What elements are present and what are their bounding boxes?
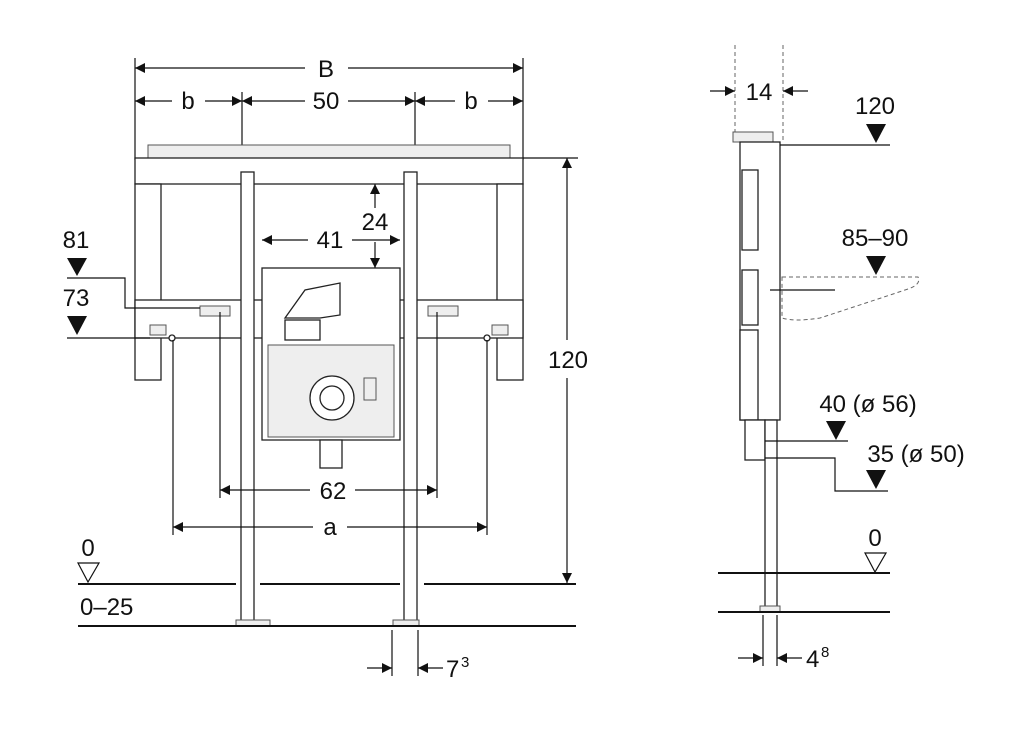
level-bowl: 85–90 xyxy=(770,225,920,321)
label-side-120: 120 xyxy=(855,93,895,120)
dimension-14: 14 xyxy=(710,79,808,106)
label-73: 73 xyxy=(63,285,90,312)
label-b-right: b xyxy=(464,88,477,115)
dimension-B: B xyxy=(135,56,523,83)
label-B: B xyxy=(318,56,334,83)
frame xyxy=(134,144,524,627)
label-foot-width: 7 xyxy=(446,656,459,683)
label-35-50: 35 (ø 50) xyxy=(867,441,964,468)
label-50: 50 xyxy=(313,88,340,115)
label-b-left: b xyxy=(181,88,194,115)
level-drain-56: 40 (ø 56) xyxy=(765,391,917,442)
label-40-56: 40 (ø 56) xyxy=(819,391,916,418)
label-floor-adjust: 0–25 xyxy=(80,594,133,621)
label-floor-0: 0 xyxy=(81,535,94,562)
dimension-120: 120 xyxy=(523,157,588,583)
label-85-90: 85–90 xyxy=(842,225,909,252)
dimension-a: a xyxy=(172,340,488,541)
dimension-62: 62 xyxy=(219,312,438,505)
label-side-floor-0: 0 xyxy=(868,525,881,552)
label-41: 41 xyxy=(317,227,344,254)
side-floor: 0 xyxy=(718,525,890,613)
label-foot-depth: 4 xyxy=(806,646,819,673)
label-81: 81 xyxy=(63,227,90,254)
label-foot-depth-sup: 8 xyxy=(821,644,829,661)
level-drain-50: 35 (ø 50) xyxy=(765,441,965,492)
dimension-41: 41 xyxy=(262,227,400,254)
dimension-foot-depth: 4 8 xyxy=(738,615,829,673)
label-62: 62 xyxy=(320,478,347,505)
side-view: 14 120 85–90 40 (ø 56) xyxy=(710,45,965,673)
label-14: 14 xyxy=(746,79,773,106)
dimension-24: 24 xyxy=(362,184,389,268)
dimension-b-50-b: b 50 b xyxy=(135,88,523,115)
label-24: 24 xyxy=(362,209,389,236)
dimension-foot-width: 7 3 xyxy=(367,630,469,683)
front-view: B b 50 b xyxy=(63,56,588,683)
level-120: 120 xyxy=(780,93,895,146)
label-a: a xyxy=(323,514,337,541)
floor-levels: 0 0–25 xyxy=(77,535,576,627)
label-120: 120 xyxy=(548,347,588,374)
side-frame xyxy=(732,131,781,613)
level-81-73: 81 73 xyxy=(63,227,200,339)
label-foot-width-sup: 3 xyxy=(461,654,469,671)
